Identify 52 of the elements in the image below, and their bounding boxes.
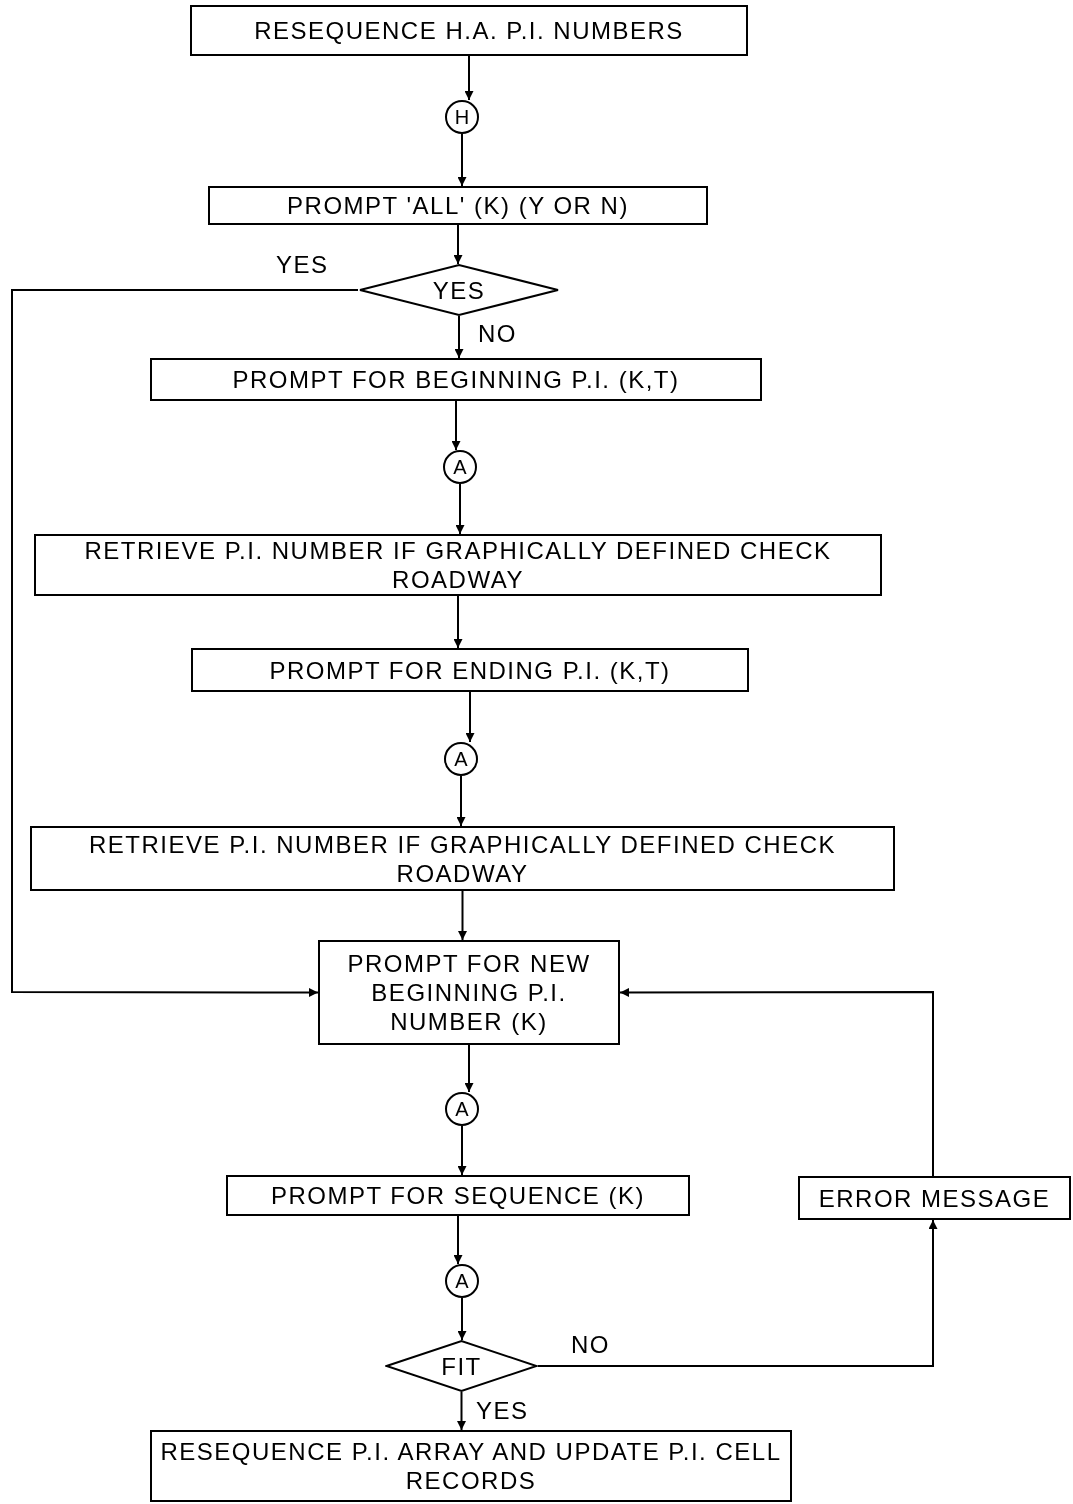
arrow xyxy=(455,483,465,535)
process-box xyxy=(191,648,749,692)
process-box xyxy=(190,5,748,56)
arrow xyxy=(458,890,467,941)
process-box xyxy=(798,1176,1071,1220)
node-text: YES xyxy=(432,275,486,305)
arrow xyxy=(464,55,474,101)
node-text: A xyxy=(453,454,467,480)
node-text: PROMPT FOR BEGINNING P.I. (K,T) xyxy=(232,365,680,394)
node-text: RESEQUENCE H.A. P.I. NUMBERS xyxy=(254,16,684,45)
arrow xyxy=(453,224,463,265)
node-text: A xyxy=(455,1096,469,1122)
arrow xyxy=(537,1219,938,1367)
arrow xyxy=(457,1391,466,1431)
process-box xyxy=(34,534,882,596)
arrow xyxy=(451,400,461,451)
decision-diamond xyxy=(358,264,560,316)
connector-circle xyxy=(445,100,479,134)
connector-circle xyxy=(445,1264,479,1298)
node-text: RETRIEVE P.I. NUMBER IF GRAPHICALLY DEFINED CHECK ROADWAY xyxy=(88,829,837,888)
node-text: PROMPT FOR NEW BEGINNING P.I. NUMBER (K) xyxy=(346,949,592,1036)
node-text: A xyxy=(455,1268,469,1294)
connector-circle xyxy=(444,742,478,776)
arrow xyxy=(457,1297,467,1341)
process-box xyxy=(318,940,620,1045)
arrow xyxy=(453,595,463,649)
process-box xyxy=(30,826,895,891)
node-text: PROMPT FOR ENDING P.I. (K,T) xyxy=(269,655,671,685)
connector-circle xyxy=(443,450,477,484)
node-text: A xyxy=(454,746,468,772)
arrow xyxy=(619,988,934,1177)
process-box xyxy=(150,1430,792,1502)
node-text: H xyxy=(454,104,470,130)
node-text: PROMPT 'ALL' (K) (Y OR N) xyxy=(287,191,629,220)
node-text: RETRIEVE P.I. NUMBER IF GRAPHICALLY DEFINED CHECK ROADWAY xyxy=(83,536,833,594)
arrow xyxy=(457,1125,467,1176)
arrow xyxy=(456,775,466,827)
arrow xyxy=(11,289,359,997)
arrow xyxy=(465,691,475,743)
process-box xyxy=(226,1175,690,1216)
node-text: PROMPT FOR SEQUENCE (K) xyxy=(270,1181,646,1210)
arrow xyxy=(454,315,464,359)
node-text: FIT xyxy=(441,1351,482,1381)
process-box xyxy=(150,358,762,401)
node-text: RESEQUENCE P.I. ARRAY AND UPDATE P.I. CELL RECORDS xyxy=(160,1437,782,1495)
connector-circle xyxy=(445,1092,479,1126)
arrow xyxy=(464,1044,474,1093)
decision-diamond xyxy=(385,1340,538,1392)
arrow xyxy=(453,1215,463,1265)
process-box xyxy=(208,186,708,225)
node-text: ERROR MESSAGE xyxy=(818,1183,1051,1213)
arrow xyxy=(457,133,467,187)
